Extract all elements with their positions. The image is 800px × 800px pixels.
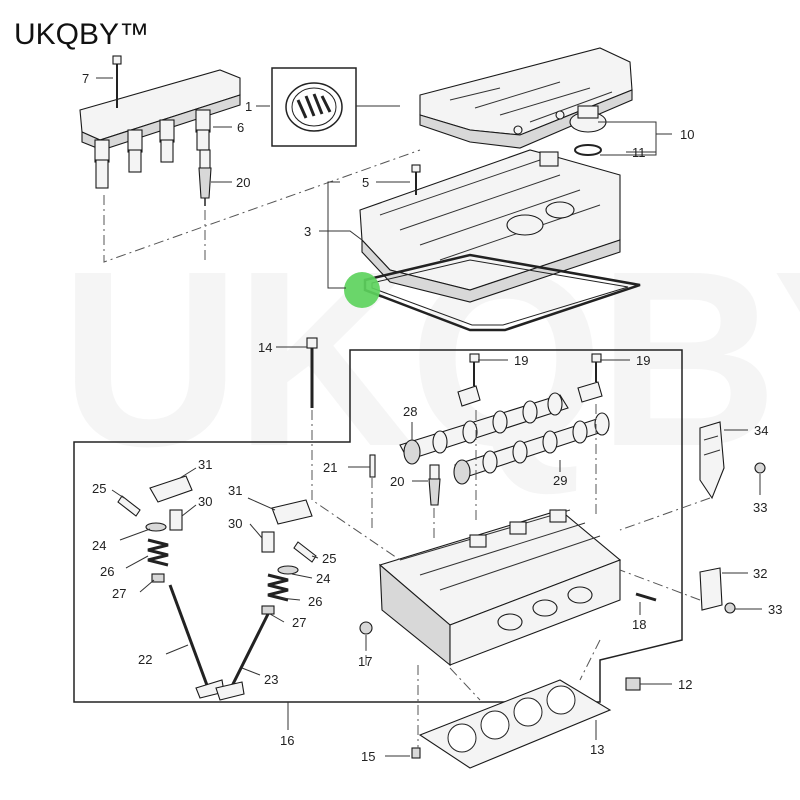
callout-7: 7 <box>82 71 89 86</box>
highlight-marker <box>344 272 380 308</box>
spark-plug-lower <box>428 464 441 506</box>
callout-31b: 31 <box>228 483 242 498</box>
callout-27a: 27 <box>112 586 126 601</box>
callout-29: 29 <box>553 473 567 488</box>
detail-box-emblem <box>271 67 357 147</box>
exhaust-camshaft <box>453 412 610 485</box>
rocker-arm-right <box>271 499 313 525</box>
callout-17: 17 <box>358 654 372 669</box>
bracket-bolt-lower <box>724 602 736 614</box>
emblem-badge <box>285 82 343 132</box>
callout-30a: 30 <box>198 494 212 509</box>
callout-11: 11 <box>632 145 646 160</box>
valve-key-left <box>117 495 141 517</box>
cover-bolt <box>411 164 421 195</box>
bracket-bolt-upper <box>754 462 766 474</box>
cylinder-head <box>378 509 622 667</box>
brand-logo-text: UKQBY™ <box>14 18 150 51</box>
callout-26b: 26 <box>308 594 322 609</box>
callout-15: 15 <box>361 749 375 764</box>
callout-28: 28 <box>403 404 417 419</box>
intake-camshaft <box>399 392 569 465</box>
valve-spring-left <box>147 538 169 567</box>
callout-16: 16 <box>280 733 294 748</box>
valve-spring-right <box>267 573 289 602</box>
callout-1: 1 <box>245 99 252 114</box>
cylinder-head-gasket <box>418 679 612 769</box>
intake-valve <box>168 584 225 699</box>
callout-24a: 24 <box>92 538 106 553</box>
callout-10: 10 <box>680 127 694 142</box>
head-plug <box>359 621 373 635</box>
valve-retainer-left <box>145 522 167 532</box>
valve-key-right <box>293 541 317 563</box>
callout-14: 14 <box>258 340 272 355</box>
callout-26a: 26 <box>100 564 114 579</box>
callout-31a: 31 <box>198 457 212 472</box>
callout-21: 21 <box>323 460 337 475</box>
detail-box-cylinder-head <box>73 349 683 703</box>
callout-33a: 33 <box>753 500 767 515</box>
callout-30b: 30 <box>228 516 242 531</box>
callout-27b: 27 <box>292 615 306 630</box>
spark-plug-upper <box>198 149 212 206</box>
ignition-coil <box>79 69 241 189</box>
callout-19b: 19 <box>636 353 650 368</box>
callout-23: 23 <box>264 672 278 687</box>
callout-33b: 33 <box>768 602 782 617</box>
head-stud <box>635 592 657 602</box>
timing-cover-bracket <box>699 421 725 500</box>
cylinder-head-bolt <box>306 337 318 408</box>
callout-20b: 20 <box>390 474 404 489</box>
hydraulic-lifter-right <box>261 531 275 553</box>
exhaust-valve <box>215 613 270 701</box>
callout-22: 22 <box>138 652 152 667</box>
valve-seal-left <box>151 573 165 583</box>
callout-19a: 19 <box>514 353 528 368</box>
callout-13: 13 <box>590 742 604 757</box>
dowel-pin <box>369 454 376 478</box>
camshaft-bolt-left <box>457 353 481 407</box>
gasket-dowel <box>411 747 421 759</box>
callout-5: 5 <box>362 175 369 190</box>
camshaft-cover <box>359 149 621 303</box>
oil-cap-seal <box>574 144 602 156</box>
callout-18: 18 <box>632 617 646 632</box>
callout-6: 6 <box>237 120 244 135</box>
callout-25a: 25 <box>92 481 106 496</box>
callout-32: 32 <box>753 566 767 581</box>
rocker-arm-left <box>149 475 193 503</box>
camshaft-bolt-right <box>577 353 603 403</box>
hydraulic-lifter-left <box>169 509 183 531</box>
callout-20a: 20 <box>236 175 250 190</box>
callout-12: 12 <box>678 677 692 692</box>
callout-34: 34 <box>754 423 768 438</box>
callout-24b: 24 <box>316 571 330 586</box>
callout-3: 3 <box>304 224 311 239</box>
valve-retainer-right <box>277 565 299 575</box>
coil-bolt <box>112 55 122 108</box>
callout-25b: 25 <box>322 551 336 566</box>
head-sensor <box>625 677 641 691</box>
engine-cover <box>419 47 633 149</box>
sensor-bracket <box>699 567 723 611</box>
valve-seal-right <box>261 605 275 615</box>
